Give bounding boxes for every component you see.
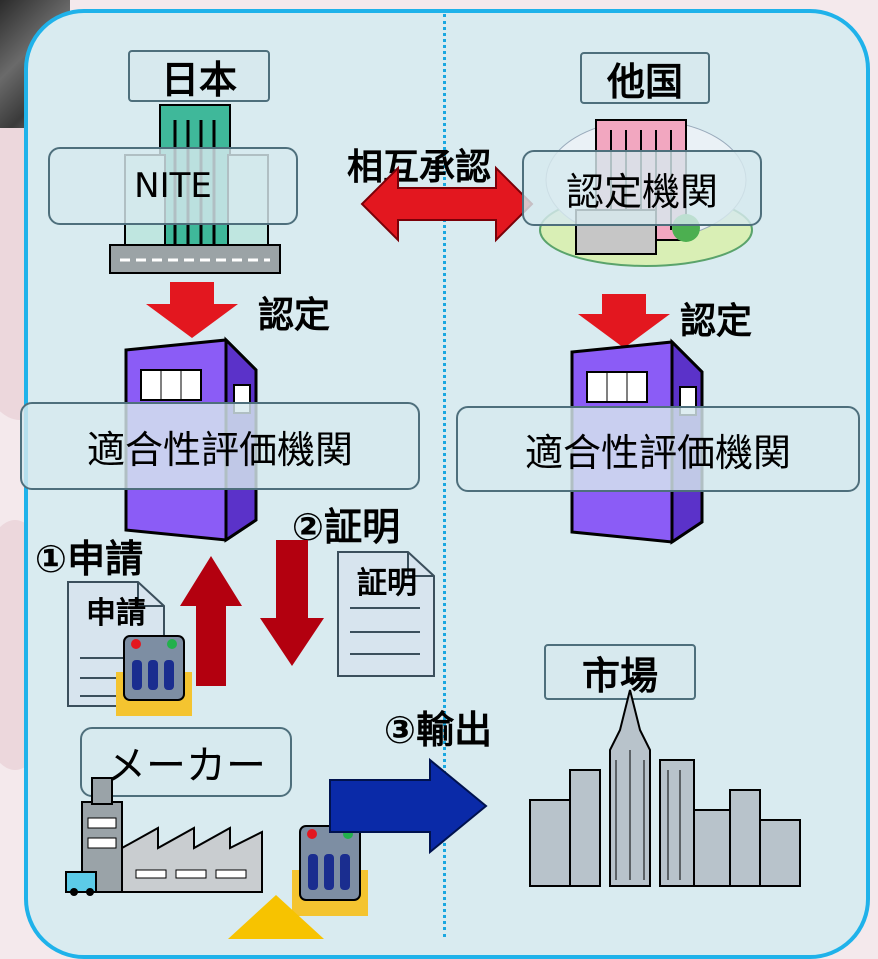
application-document-label: 申請 xyxy=(86,596,146,631)
nite-label: NITE xyxy=(48,147,298,225)
certification-arrow-down xyxy=(260,540,324,666)
factory-icon xyxy=(65,777,263,896)
country-divider xyxy=(443,14,446,937)
accreditation-body-label: 認定機関 xyxy=(522,150,762,226)
export-arrow xyxy=(329,757,488,855)
pointer-triangle xyxy=(228,895,324,939)
mutual-recognition-arrow xyxy=(360,165,534,243)
other-country-label: 他国 xyxy=(580,52,710,104)
export-product-icon xyxy=(292,825,368,916)
application-arrow-up xyxy=(180,556,242,686)
manufacturer-label: メーカー xyxy=(80,727,292,797)
cab-left-label: 適合性評価機関 xyxy=(20,402,420,490)
accreditation-right-label: 認定 xyxy=(679,301,752,342)
mutual-recognition-label: 相互承認 xyxy=(346,147,491,188)
city-skyline-icon xyxy=(529,689,801,887)
step1-label: ①申請 xyxy=(34,536,144,581)
japan-label: 日本 xyxy=(128,50,270,102)
cab-right-label: 適合性評価機関 xyxy=(456,406,860,492)
accreditation-left-label: 認定 xyxy=(257,295,330,336)
certificate-document-label: 証明 xyxy=(357,566,417,601)
market-label: 市場 xyxy=(544,644,696,700)
accreditation-arrow-left xyxy=(146,282,238,338)
certificate-document-icon xyxy=(337,551,435,677)
step3-label: ③輸出 xyxy=(383,707,493,752)
step2-label: ②証明 xyxy=(291,504,401,549)
product-icon xyxy=(116,635,192,716)
accreditation-arrow-right xyxy=(578,294,670,348)
